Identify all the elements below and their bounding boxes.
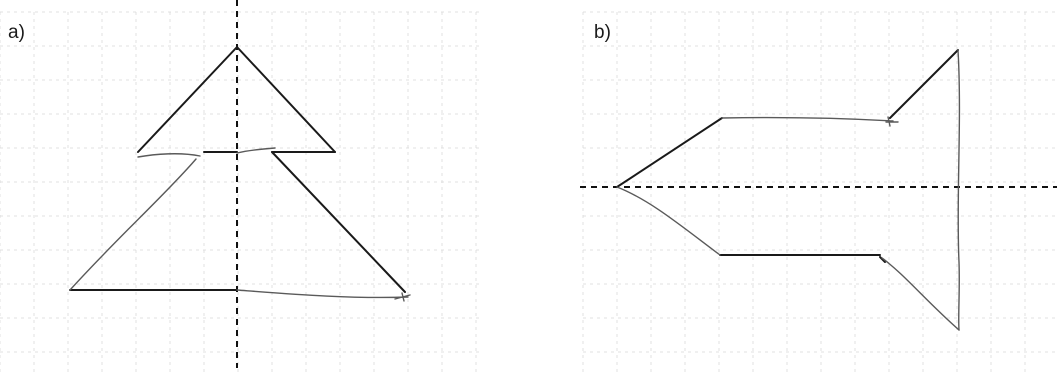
tree-figure-handdrawn (69, 147, 411, 302)
rocket-hand-upper-body (721, 116, 894, 122)
panel-label-a: a) (8, 22, 25, 43)
tree-hand-corner-tick (394, 292, 411, 302)
rocket-hand-nose-lower-edge (616, 186, 721, 256)
tree-top-right-edge (236, 46, 336, 153)
rocket-figure-handdrawn (616, 49, 961, 331)
rocket-figure-printed (616, 49, 959, 263)
grid-panel-b (582, 11, 1057, 372)
rocket-fin-upper-edge (889, 49, 959, 119)
tree-figure-printed (69, 46, 406, 293)
tree-hand-lower-left-edge (69, 158, 197, 291)
rocket-nose-upper-edge (616, 117, 723, 188)
rocket-hand-fin-lower-edge (881, 257, 960, 331)
rocket-hand-upper-tick (885, 116, 899, 127)
tree-lower-right-edge (271, 151, 406, 293)
tree-hand-base-right (236, 289, 409, 299)
tree-top-left-edge (137, 46, 238, 153)
rocket-fin-lower-mark (879, 256, 886, 263)
tree-hand-step-left (137, 153, 201, 158)
grid-panel-a (0, 11, 480, 372)
panel-label-b: b) (594, 22, 611, 43)
rocket-hand-tail-line (957, 49, 961, 331)
tree-hand-step-right (236, 147, 276, 154)
